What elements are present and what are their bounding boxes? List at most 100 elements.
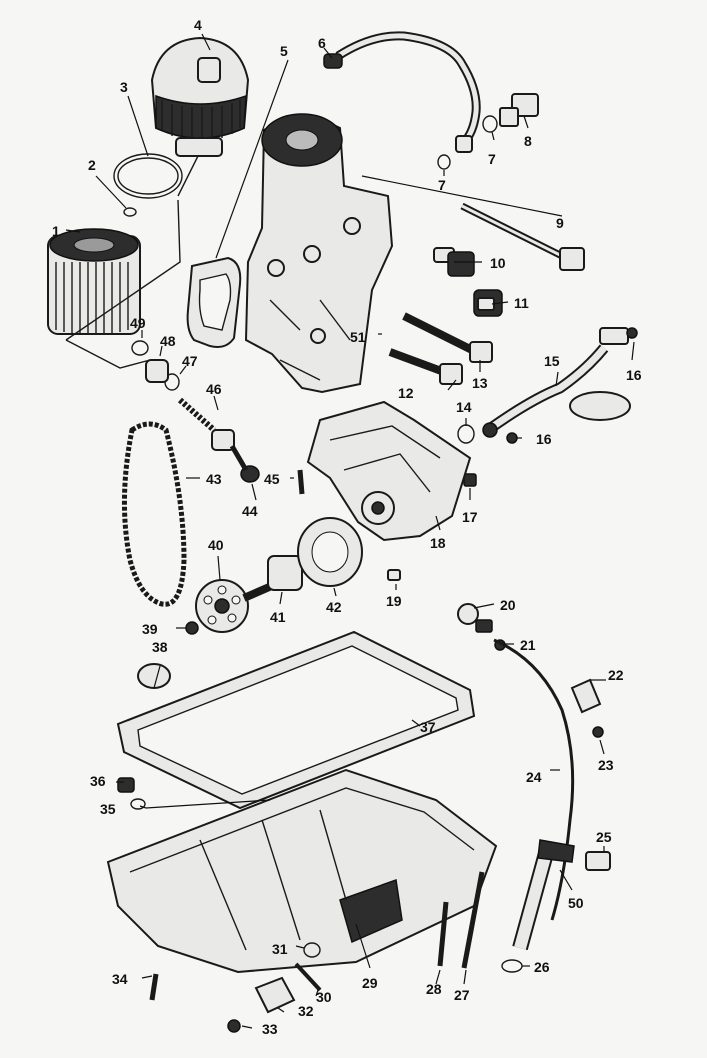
oil-pipe	[323, 31, 481, 153]
valve-o-ring-49	[131, 340, 149, 356]
callout-26: 26	[534, 959, 550, 975]
parts-layer	[47, 31, 638, 1033]
oil-level-sensor	[254, 976, 296, 1014]
callout-48: 48	[160, 333, 176, 349]
callout-40: 40	[208, 537, 224, 553]
callout-32: 32	[298, 1003, 314, 1019]
callout-43: 43	[206, 471, 222, 487]
callout-25: 25	[596, 829, 612, 845]
sensor-nut	[227, 1019, 241, 1033]
sealing-washer-lower	[437, 154, 451, 170]
o-ring-small	[123, 207, 137, 217]
oil-pressure-sensor	[433, 247, 475, 277]
callout-33: 33	[262, 1021, 278, 1037]
drain-plug	[117, 777, 135, 793]
sensor-bolt	[294, 962, 322, 992]
pan-bolt-long	[461, 871, 485, 969]
pickup-bolt-upper	[626, 327, 638, 339]
callout-20: 20	[500, 597, 516, 613]
callout-35: 35	[100, 801, 116, 817]
tube-o-ring	[501, 959, 523, 973]
pan-screw	[149, 973, 159, 1001]
callout-8: 8	[524, 133, 532, 149]
callout-30: 30	[316, 989, 332, 1005]
pickup-bolt-lower	[506, 432, 518, 444]
dipstick-handle	[457, 603, 493, 633]
callout-17: 17	[462, 509, 478, 525]
callout-9: 9	[556, 215, 564, 231]
dipstick-bracket	[570, 678, 602, 714]
o-ring-large	[113, 153, 183, 199]
callout-16-lower: 16	[536, 431, 552, 447]
oil-pickup-tube	[482, 327, 631, 438]
oil-pump-drive-chain	[122, 421, 187, 607]
callout-6: 6	[318, 35, 326, 51]
sealing-washer-upper	[482, 115, 498, 133]
tube-bolt	[585, 851, 611, 871]
callout-4: 4	[194, 17, 202, 33]
valve-sleeve	[145, 359, 169, 383]
callout-5: 5	[280, 43, 288, 59]
pump-bolt	[463, 473, 477, 487]
callout-12: 12	[398, 385, 414, 401]
dipstick-tube	[493, 638, 575, 951]
pump-drive-sprocket	[195, 579, 249, 633]
callout-41: 41	[270, 609, 286, 625]
valve-bolt	[297, 469, 305, 495]
pump-inner-rotor	[242, 555, 303, 602]
oil-filter-element	[47, 228, 141, 335]
filter-housing-gasket	[186, 256, 242, 348]
callout-7-lower: 7	[438, 177, 446, 193]
tube-clamp	[537, 839, 575, 863]
callout-21: 21	[520, 637, 536, 653]
pan-bolt-short	[437, 901, 449, 967]
pump-outer-rotor	[297, 517, 363, 587]
callout-36: 36	[90, 773, 106, 789]
callout-29: 29	[362, 975, 378, 991]
callout-38: 38	[152, 639, 168, 655]
callout-11: 11	[514, 295, 529, 311]
callout-50: 50	[568, 895, 584, 911]
callout-16-upper: 16	[626, 367, 642, 383]
long-bolt	[460, 202, 585, 271]
callout-51: 51	[350, 329, 366, 345]
callout-3: 3	[120, 79, 128, 95]
callout-1: 1	[52, 223, 60, 239]
sprocket-bolt	[185, 621, 199, 635]
drain-washer	[130, 798, 146, 810]
callout-13: 13	[472, 375, 488, 391]
callout-18: 18	[430, 535, 446, 551]
pressure-relief-valve	[178, 397, 249, 472]
oil-pump-body	[306, 400, 472, 542]
callout-2: 2	[88, 157, 96, 173]
sealing-plug	[137, 663, 171, 689]
callout-46: 46	[206, 381, 222, 397]
callout-15: 15	[544, 353, 560, 369]
housing-bolt-12	[388, 348, 463, 385]
callout-42: 42	[326, 599, 342, 615]
callout-23: 23	[598, 757, 614, 773]
leader-lines	[65, 33, 635, 1029]
callout-39: 39	[142, 621, 158, 637]
oil-filter-cap	[150, 36, 250, 197]
callout-19: 19	[386, 593, 402, 609]
callout-22: 22	[608, 667, 624, 683]
callout-49: 49	[130, 315, 146, 331]
callout-10: 10	[490, 255, 506, 271]
pickup-o-ring	[457, 424, 475, 444]
callout-34: 34	[112, 971, 128, 987]
callout-47: 47	[182, 353, 198, 369]
bracket-screw	[592, 726, 604, 738]
callout-44: 44	[242, 503, 258, 519]
callout-7-upper: 7	[488, 151, 496, 167]
housing-bolt-13	[402, 312, 493, 363]
callout-28: 28	[426, 981, 442, 997]
level-sensor-seal	[303, 942, 321, 958]
callout-31: 31	[272, 941, 288, 957]
oil-pan	[106, 768, 498, 974]
oil-pan-gasket	[116, 630, 476, 810]
callout-27: 27	[454, 987, 470, 1003]
callout-37: 37	[420, 719, 436, 735]
callout-14: 14	[456, 399, 472, 415]
